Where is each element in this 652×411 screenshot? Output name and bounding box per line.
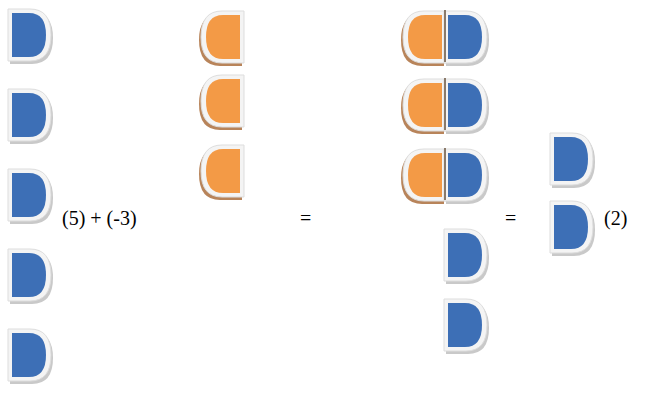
positive-tile <box>444 11 489 66</box>
negative-tile <box>199 11 244 66</box>
negative-tile <box>401 149 446 204</box>
positive-tile <box>444 149 489 204</box>
negative-tile <box>199 145 244 200</box>
negative-tile <box>401 79 446 134</box>
equals-sign: = <box>300 206 311 230</box>
positive-tile <box>550 201 595 256</box>
negative-tile <box>401 11 446 66</box>
positive-tile <box>8 89 53 144</box>
positive-tile <box>444 229 489 284</box>
positive-tile <box>8 329 53 384</box>
positive-tile <box>550 133 595 188</box>
equals-sign: = <box>505 206 516 230</box>
equation-text: (5) + (-3) <box>62 206 137 230</box>
pair-seam <box>444 10 446 62</box>
negative-tile <box>199 75 244 130</box>
result-text: (2) <box>604 206 627 230</box>
positive-tile <box>444 79 489 134</box>
positive-tile <box>8 9 53 64</box>
positive-tile <box>8 249 53 304</box>
pair-seam <box>444 148 446 200</box>
positive-tile <box>444 299 489 354</box>
pair-seam <box>444 78 446 130</box>
positive-tile <box>8 169 53 224</box>
